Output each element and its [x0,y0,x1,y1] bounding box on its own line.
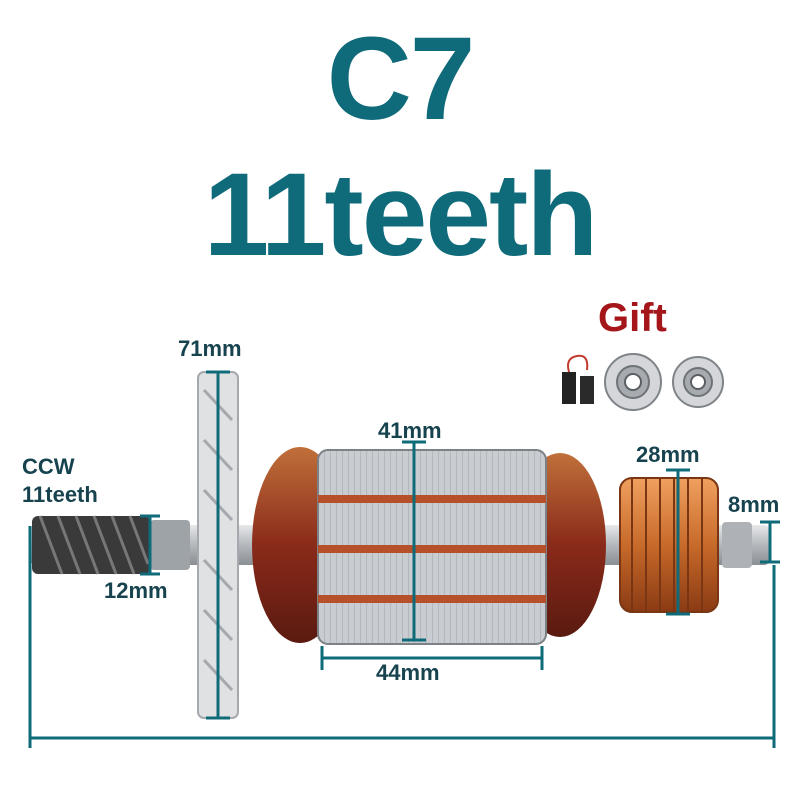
gear-collar [150,520,190,570]
carbon-brushes [562,354,594,404]
core-length-label: 44mm [376,660,440,685]
commutator [619,477,719,613]
rear-bushing [722,522,752,568]
gear-diameter-label: 12mm [104,578,168,603]
model-title: C7 [326,13,476,145]
pinion-gear [32,515,150,575]
gift-label: Gift [598,296,667,340]
teeth-title: 11teeth [203,149,599,281]
dimension-lines [28,370,780,748]
fan-diameter-label: 71mm [178,336,242,361]
bearing-large [604,353,662,411]
rotation-label: CCW [22,454,75,479]
shaft-diameter-label: 8mm [728,492,780,517]
bearing-small [672,356,724,408]
commutator-diameter-label: 28mm [636,442,700,467]
lamination-core [317,449,547,645]
core-diameter-label: 41mm [378,418,442,443]
gear-teeth-label: 11teeth [22,482,98,507]
